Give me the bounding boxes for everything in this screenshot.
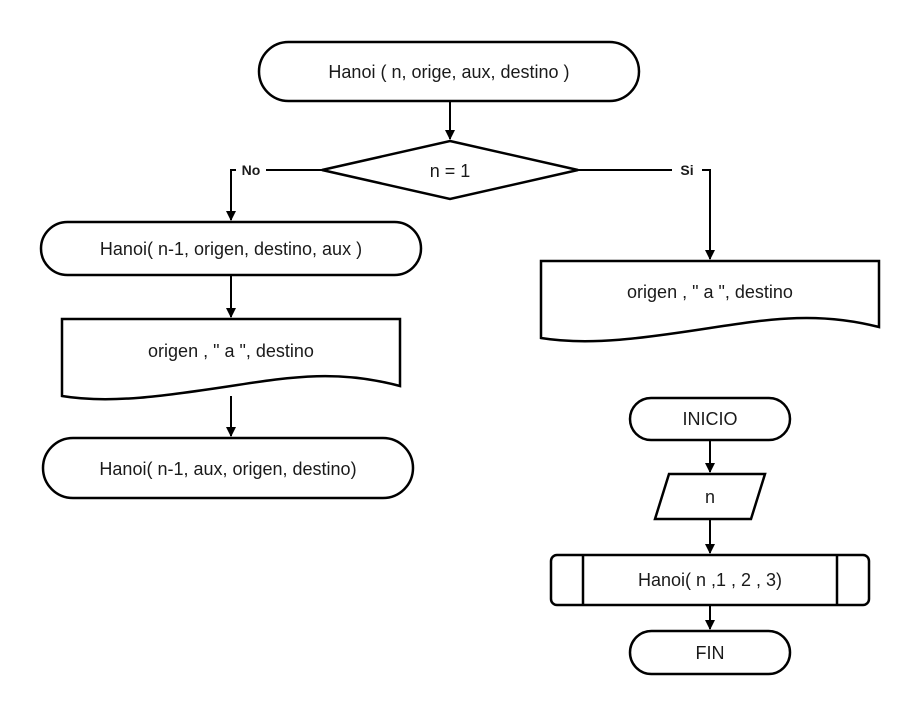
- node-output-left: origen , " a ", destino: [60, 317, 402, 401]
- edge-no-label: No: [242, 162, 261, 178]
- node-hanoi-def: Hanoi ( n, orige, aux, destino ): [257, 40, 641, 103]
- node-output-left-label: origen , " a ", destino: [148, 341, 314, 361]
- node-call-left-2-label: Hanoi( n-1, aux, origen, destino): [99, 459, 356, 479]
- node-call-left-1-label: Hanoi( n-1, origen, destino, aux ): [100, 239, 362, 259]
- edge-si-label-bg: [672, 160, 702, 180]
- node-input-n-label: n: [705, 487, 715, 507]
- node-inicio-label: INICIO: [682, 409, 737, 429]
- edges: No Si: [226, 101, 715, 630]
- edge-si: [578, 169, 715, 260]
- node-output-right-label: origen , " a ", destino: [627, 282, 793, 302]
- edge-no-label-bg: [236, 160, 266, 180]
- node-decision-label: n = 1: [430, 161, 471, 181]
- node-call-left-1: Hanoi( n-1, origen, destino, aux ): [39, 220, 423, 277]
- node-output-right: origen , " a ", destino: [539, 259, 881, 343]
- edge-no: [226, 169, 322, 221]
- node-input-n: n: [653, 472, 767, 521]
- node-inicio: INICIO: [628, 396, 792, 442]
- node-decision: n = 1: [321, 139, 579, 201]
- node-call-main-label: Hanoi( n ,1 , 2 , 3): [638, 570, 782, 590]
- node-fin-label: FIN: [696, 643, 725, 663]
- edge-si-label: Si: [680, 162, 693, 178]
- node-fin: FIN: [628, 629, 792, 676]
- node-call-main: Hanoi( n ,1 , 2 , 3): [549, 553, 871, 607]
- node-hanoi-def-label: Hanoi ( n, orige, aux, destino ): [328, 62, 569, 82]
- node-call-left-2: Hanoi( n-1, aux, origen, destino): [41, 436, 415, 500]
